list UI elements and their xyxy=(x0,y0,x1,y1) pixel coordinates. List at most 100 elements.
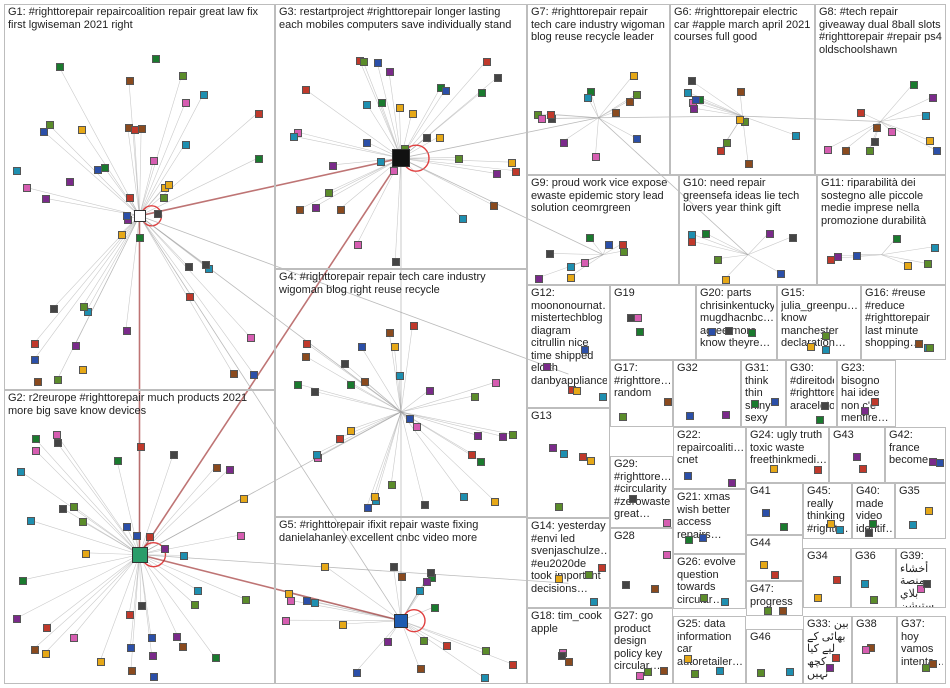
group-label-g24: G24: ugly truth toxic waste freethinkmed… xyxy=(750,429,826,466)
graph-node xyxy=(791,131,800,140)
group-nodes xyxy=(804,617,851,683)
graph-node xyxy=(862,645,871,654)
group-box-g28: G28 xyxy=(610,528,673,608)
graph-edge xyxy=(747,232,770,255)
graph-edge xyxy=(881,254,927,264)
graph-node xyxy=(565,658,574,667)
graph-edge xyxy=(128,554,140,615)
graph-node xyxy=(302,86,311,95)
graph-node xyxy=(136,234,145,243)
group-nodes xyxy=(830,428,884,482)
group-label-g36: G36 xyxy=(855,550,876,562)
graph-node xyxy=(925,344,934,353)
graph-node xyxy=(170,451,179,460)
graph-node xyxy=(537,115,546,124)
graph-node xyxy=(807,342,816,351)
graph-node xyxy=(229,370,238,379)
graph-node xyxy=(153,209,162,218)
graph-node xyxy=(164,180,173,189)
graph-node xyxy=(191,601,200,610)
graph-edge xyxy=(56,442,140,555)
inter-group-edge xyxy=(138,157,402,556)
graph-edge xyxy=(34,438,140,555)
graph-node xyxy=(542,362,551,371)
group-nodes xyxy=(862,286,945,359)
graph-node xyxy=(477,89,486,98)
group-box-g47: G47: progress xyxy=(746,581,803,616)
graph-node xyxy=(865,529,874,538)
group-box-g35: G35 xyxy=(895,483,946,539)
graph-node xyxy=(684,472,693,481)
group-label-g4: G4: #righttorepair repair tech care indu… xyxy=(279,271,486,296)
group-box-g2: G2: r2reurope #righttorepair much produc… xyxy=(4,390,275,684)
graph-edge xyxy=(691,240,749,256)
graph-node xyxy=(841,147,850,156)
graph-node xyxy=(23,184,32,193)
graph-edge xyxy=(328,157,402,193)
graph-node xyxy=(132,531,141,540)
graph-node xyxy=(313,450,322,459)
group-label-g22: G22: repaircoaliti… cnet xyxy=(677,429,743,466)
graph-node xyxy=(579,453,588,462)
inter-group-edge xyxy=(139,215,402,413)
graph-edge xyxy=(139,75,182,216)
group-label-g33: G33: بين بھائی کے لیے کیا کچھ نہیں xyxy=(807,618,849,680)
graph-node xyxy=(377,98,386,107)
graph-node xyxy=(659,667,668,676)
graph-edge xyxy=(139,143,186,216)
inter-group-edge xyxy=(742,115,881,122)
graph-node xyxy=(929,458,938,467)
graph-node xyxy=(745,160,754,169)
graph-edge xyxy=(139,454,174,555)
group-nodes xyxy=(276,518,526,683)
group-nodes xyxy=(611,361,672,426)
group-box-g27: G27: go product design policy key circul… xyxy=(610,608,673,684)
graph-node xyxy=(311,388,320,397)
graph-node xyxy=(584,94,593,103)
graph-edge xyxy=(139,112,258,217)
graph-node xyxy=(416,586,425,595)
graph-edge xyxy=(705,232,749,256)
graph-node xyxy=(688,237,697,246)
graph-edge xyxy=(103,166,140,216)
graph-node xyxy=(363,503,372,512)
graph-node xyxy=(566,273,575,282)
graph-edge xyxy=(394,158,402,262)
graph-node xyxy=(179,552,188,561)
graph-node xyxy=(13,615,22,624)
graph-node xyxy=(100,163,109,172)
graph-edge xyxy=(139,93,204,216)
graph-node xyxy=(757,668,766,677)
graph-node xyxy=(149,672,158,681)
graph-edge xyxy=(400,411,503,437)
graph-node xyxy=(247,334,256,343)
graph-edge xyxy=(304,89,402,159)
graph-node xyxy=(406,415,415,424)
graph-edge xyxy=(139,554,142,606)
graph-edge xyxy=(880,121,930,141)
group-box-g25: G25: data information car autoretailer… xyxy=(673,616,746,684)
graph-node xyxy=(459,214,468,223)
group-label-g12: G12: moononournat… mistertechblog diagra… xyxy=(531,287,607,387)
group-box-g21: G21: xmas wish better access repairs… xyxy=(673,489,746,554)
graph-node xyxy=(416,665,425,674)
graph-node xyxy=(779,606,788,615)
graph-node xyxy=(125,76,134,85)
graph-edge xyxy=(30,520,140,555)
graph-node xyxy=(788,233,797,242)
graph-edge xyxy=(34,449,140,555)
graph-edge xyxy=(880,121,937,151)
graph-node xyxy=(494,74,503,83)
graph-edge xyxy=(549,253,604,256)
group-nodes xyxy=(747,536,802,580)
group-nodes xyxy=(674,617,745,683)
graph-node xyxy=(825,664,834,673)
graph-node xyxy=(93,166,102,175)
graph-node xyxy=(587,456,596,465)
graph-edge xyxy=(690,233,749,256)
graph-edge xyxy=(33,554,140,650)
graph-node xyxy=(408,110,417,119)
graph-node xyxy=(713,255,722,264)
graph-node xyxy=(558,652,567,661)
graph-edge xyxy=(400,157,515,171)
